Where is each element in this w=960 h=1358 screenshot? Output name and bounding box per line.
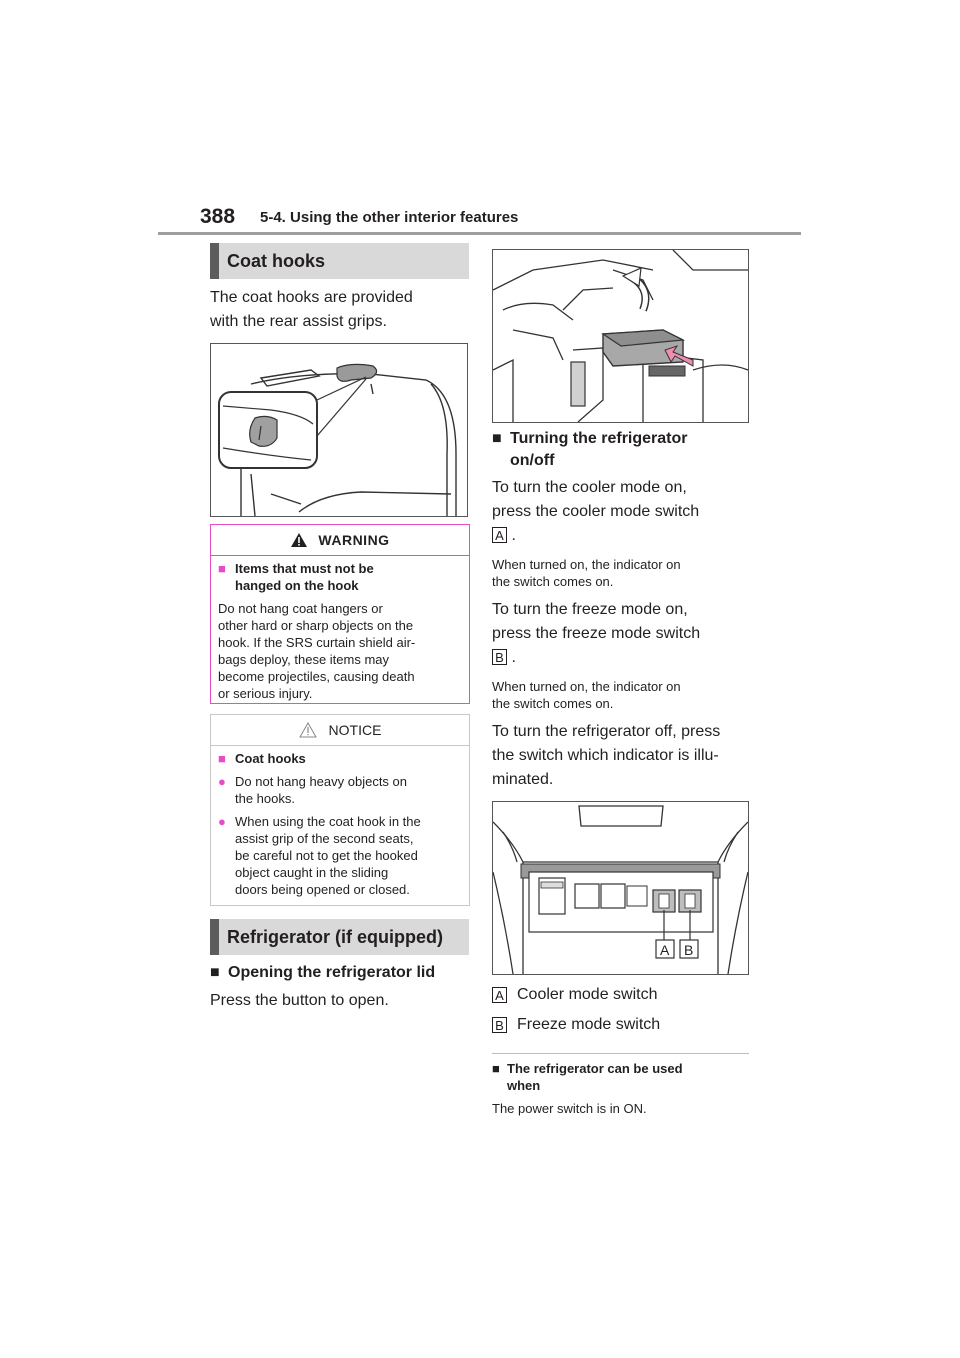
cooler-on-text: To turn the cooler mode on, press the co… — [492, 476, 752, 524]
tag-a: A — [492, 527, 507, 543]
turning-onoff-subhead: ■ Turning the refrigerator on/off — [492, 428, 752, 472]
figure-label-b: B — [684, 942, 693, 958]
cooler-period: . — [511, 527, 516, 544]
off-line: the switch which indicator is illu- — [492, 747, 719, 764]
notice-item-line: When using the coat hook in the — [235, 814, 421, 829]
legend-text-a: Cooler mode switch — [517, 986, 658, 1003]
coat-hooks-intro-line: with the rear assist grips. — [210, 313, 387, 330]
notice-subhead: ■ Coat hooks — [218, 750, 462, 767]
freeze-on-line: To turn the freeze mode on, — [492, 601, 688, 618]
freeze-note: When turned on, the indicator on the swi… — [492, 678, 752, 712]
freeze-switch-ref: B . — [492, 646, 516, 670]
header-rule — [158, 232, 801, 235]
notice-item: ● Do not hang heavy objects on the hooks… — [218, 773, 462, 807]
warning-text: Do not hang coat hangers or other hard o… — [218, 600, 462, 702]
refrigerator-heading: Refrigerator (if equipped) — [210, 919, 469, 955]
coat-hooks-heading-text: Coat hooks — [227, 250, 326, 271]
cooler-note-line: the switch comes on. — [492, 574, 614, 589]
notice-item: ● When using the coat hook in the assist… — [218, 813, 462, 898]
turning-subhead-line: on/off — [510, 452, 555, 469]
note-square-marker: ■ — [492, 1061, 500, 1076]
legend-item-a: A Cooler mode switch — [492, 983, 752, 1007]
note-head: ■ The refrigerator can be used when — [492, 1060, 752, 1094]
warning-triangle-icon — [291, 533, 308, 547]
warning-square-marker: ■ — [218, 561, 226, 576]
warning-line: bags deploy, these items may — [218, 652, 390, 667]
freeze-note-line: When turned on, the indicator on — [492, 679, 681, 694]
warning-line: other hard or sharp objects on the — [218, 618, 414, 633]
opening-lid-text: Press the button to open. — [210, 992, 389, 1009]
turning-square-marker: ■ — [492, 430, 502, 447]
tag-b: B — [492, 649, 507, 665]
legend-tag-a: A — [492, 987, 507, 1003]
legend-item-b: B Freeze mode switch — [492, 1013, 752, 1037]
refrigerator-lid-illustration — [493, 250, 748, 422]
note-divider — [492, 1053, 749, 1054]
opening-lid-subhead: ■ Opening the refrigerator lid — [210, 962, 480, 984]
switch-panel-illustration: A B — [493, 805, 748, 974]
warning-title: WARNING — [318, 532, 390, 548]
warning-title-bar: WARNING — [211, 525, 469, 556]
refrigerator-off-text: To turn the refrigerator off, press the … — [492, 720, 762, 792]
notice-item-line: assist grip of the second seats, — [235, 831, 414, 846]
notice-item-line: doors being opened or closed. — [235, 882, 410, 897]
freeze-on-line: press the freeze mode switch — [492, 625, 701, 642]
notice-triangle-icon — [298, 722, 317, 738]
page-number: 388 — [200, 205, 236, 228]
notice-item-line: Do not hang heavy objects on — [235, 774, 408, 789]
cooler-on-line: To turn the cooler mode on, — [492, 479, 687, 496]
notice-title: NOTICE — [328, 722, 382, 738]
notice-box: NOTICE ■ Coat hooks ● Do not hang heavy … — [210, 714, 470, 906]
off-line: minated. — [492, 771, 554, 788]
cooler-switch-ref: A . — [492, 524, 516, 548]
legend-tag-b: B — [492, 1017, 507, 1033]
cooler-note-line: When turned on, the indicator on — [492, 557, 681, 572]
switch-panel-figure: A B — [492, 801, 749, 975]
coat-hooks-heading: Coat hooks — [210, 243, 469, 279]
warning-subhead: ■ Items that must not be hanged on the h… — [218, 560, 462, 594]
warning-box: WARNING ■ Items that must not be hanged … — [210, 524, 470, 704]
figure-label-a: A — [660, 942, 670, 958]
opening-square-marker: ■ — [210, 964, 220, 981]
notice-item-line: the hooks. — [235, 791, 295, 806]
warning-line: or serious injury. — [218, 686, 313, 701]
warning-line: hook. If the SRS curtain shield air- — [218, 635, 416, 650]
coat-hooks-intro: The coat hooks are provided with the rea… — [210, 286, 470, 334]
warning-line: Do not hang coat hangers or — [218, 601, 383, 616]
notice-square-marker: ■ — [218, 751, 226, 766]
cooler-note: When turned on, the indicator on the swi… — [492, 556, 752, 590]
opening-lid-subhead-text: Opening the refrigerator lid — [228, 964, 436, 981]
notice-item-line: object caught in the sliding — [235, 865, 389, 880]
legend-text-b: Freeze mode switch — [517, 1016, 661, 1033]
cooler-on-line: press the cooler mode switch — [492, 503, 700, 520]
note-head-line: when — [507, 1078, 541, 1093]
coat-hooks-intro-line: The coat hooks are provided — [210, 289, 413, 306]
freeze-period: . — [511, 649, 516, 666]
notice-subhead-text: Coat hooks — [235, 751, 306, 766]
freeze-note-line: the switch comes on. — [492, 696, 614, 711]
notice-bullet-marker: ● — [218, 774, 226, 789]
warning-subhead-line: hanged on the hook — [235, 578, 359, 593]
warning-line: become projectiles, causing death — [218, 669, 415, 684]
warning-subhead-line: Items that must not be — [235, 561, 374, 576]
coat-hook-figure — [210, 343, 468, 517]
turning-subhead-line: Turning the refrigerator — [510, 430, 688, 447]
refrigerator-lid-figure — [492, 249, 749, 423]
notice-title-bar: NOTICE — [211, 715, 469, 746]
notice-bullet-marker: ● — [218, 814, 226, 829]
notice-item-line: be careful not to get the hooked — [235, 848, 418, 863]
coat-hook-illustration — [218, 363, 457, 516]
freeze-on-text: To turn the freeze mode on, press the fr… — [492, 598, 752, 646]
note-text: The power switch is in ON. — [492, 1101, 647, 1116]
chapter-title: 5-4. Using the other interior features — [260, 209, 519, 226]
off-line: To turn the refrigerator off, press — [492, 723, 721, 740]
note-head-line: The refrigerator can be used — [507, 1061, 683, 1076]
refrigerator-heading-text: Refrigerator (if equipped) — [227, 926, 444, 947]
